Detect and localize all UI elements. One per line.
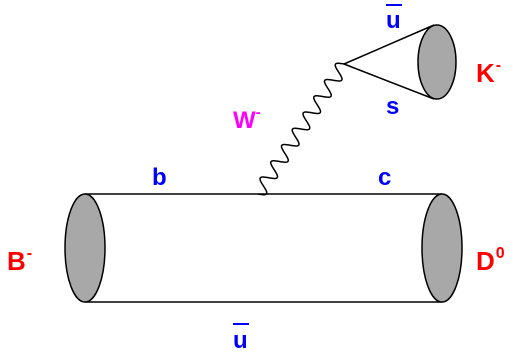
k-meson-label: K- <box>476 57 501 88</box>
anti-u-top-label: u <box>386 7 401 34</box>
w-boson-label: W- <box>233 104 261 134</box>
k-meson-symbol: K <box>476 58 495 88</box>
k-meson-charge: - <box>496 57 501 74</box>
cone-upper-line <box>343 24 435 65</box>
w-charge: - <box>256 104 261 121</box>
d-meson-label: D0 <box>476 245 505 276</box>
b-meson-charge: - <box>27 245 32 262</box>
b-quark-label: b <box>152 164 167 191</box>
meson-tube <box>64 193 463 303</box>
s-quark-label: s <box>386 93 399 120</box>
c-quark-label: c <box>378 164 391 191</box>
b-meson-symbol: B <box>7 246 26 276</box>
cone-lower-line <box>343 63 435 100</box>
d-meson-symbol: D <box>476 246 495 276</box>
d-meson-charge: 0 <box>496 245 505 262</box>
k-meson-cone <box>343 24 457 100</box>
w-boson-line <box>257 62 345 196</box>
w-symbol: W <box>233 107 256 134</box>
cone-ellipse <box>417 24 457 100</box>
b-meson-label: B- <box>7 245 32 276</box>
tube-right-ellipse <box>421 193 463 303</box>
anti-u-bottom-label: u <box>233 327 248 353</box>
tube-left-ellipse <box>64 193 106 303</box>
